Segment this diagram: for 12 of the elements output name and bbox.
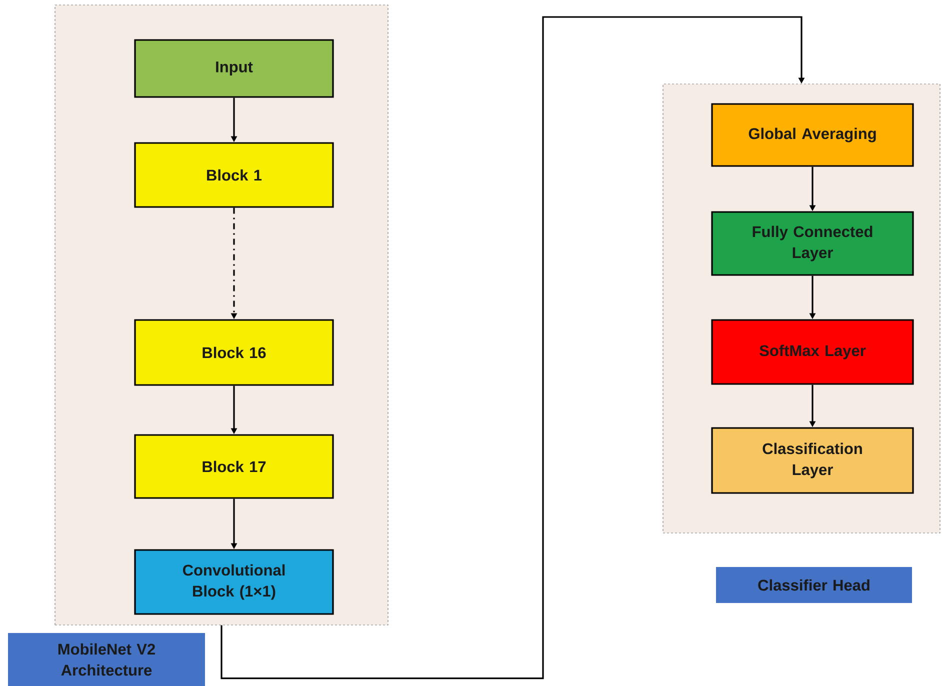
process-box: Global Averaging [711,103,914,167]
process-box: Convolutional Block (1×1) [134,549,334,615]
process-box: Block 17 [134,434,334,499]
arrow [220,16,805,680]
process-box: Block 1 [134,142,334,208]
process-box: Classification Layer [711,427,914,494]
process-box: SoftMax Layer [711,319,914,385]
process-box: Fully Connected Layer [711,211,914,276]
caption-box: Classifier Head [716,567,912,603]
caption-box: MobileNet V2 Architecture [8,633,205,686]
process-box: Input [134,39,334,98]
process-box: Block 16 [134,319,334,386]
